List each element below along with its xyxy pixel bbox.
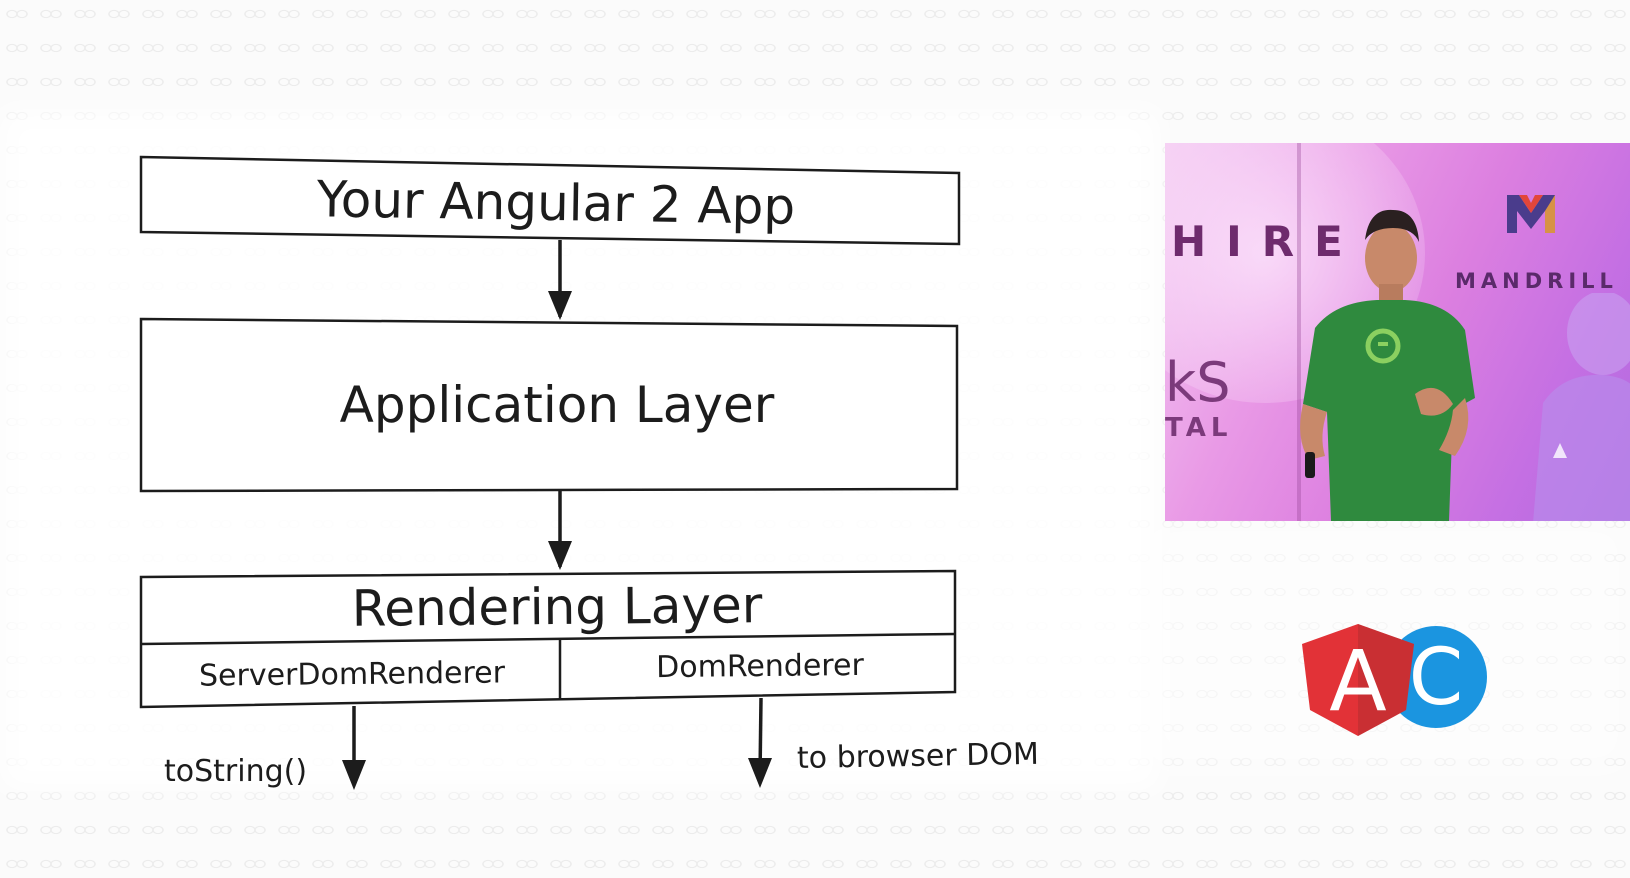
speaker-video: HIRE kS TAL MANDRILL [1165,143,1630,521]
dom-renderer-label: DomRenderer [656,648,865,685]
sponsor-banner-text: HIRE [1171,217,1363,266]
app-box: Your Angular 2 App [139,155,961,246]
architecture-diagram: Your Angular 2 App Application Layer Ren… [139,155,1039,790]
application-layer-box: Application Layer [139,317,959,493]
stage-pillar [1297,143,1301,521]
app-box-label: Your Angular 2 App [315,170,795,236]
background-figure [1533,293,1630,521]
rendering-layer-box: Rendering Layer ServerDomRenderer DomRen… [139,569,957,709]
app-box-outline [139,155,961,246]
angularconnect-logo-icon: C A [1302,624,1487,736]
speaker-figure [1300,209,1475,521]
arrowhead-browser-output [748,758,772,788]
arrowhead-application-to-rendering-layer [548,541,572,570]
sponsor-name: MANDRILL [1455,269,1618,293]
application-layer-outline [139,317,959,493]
rendering-layer-label: Rendering Layer [351,576,763,638]
rendering-layer-divider-horizontal [140,632,956,646]
logo-a-letter: A [1329,632,1386,730]
server-dom-renderer-label: ServerDomRenderer [199,655,506,693]
server-output-label: toString() [164,754,307,789]
application-layer-label: Application Layer [340,376,775,434]
sponsor-fragment-1: kS [1165,351,1231,414]
sponsor-fragment-2: TAL [1165,413,1233,443]
browser-output-label: to browser DOM [797,737,1039,776]
logo-c-letter: C [1409,633,1463,723]
mandrill-logo-icon [1507,195,1555,233]
logo-a-shield-shade [1358,624,1414,736]
arrowhead-server-output [342,760,366,790]
arrowhead-app-to-application-layer [548,291,572,320]
